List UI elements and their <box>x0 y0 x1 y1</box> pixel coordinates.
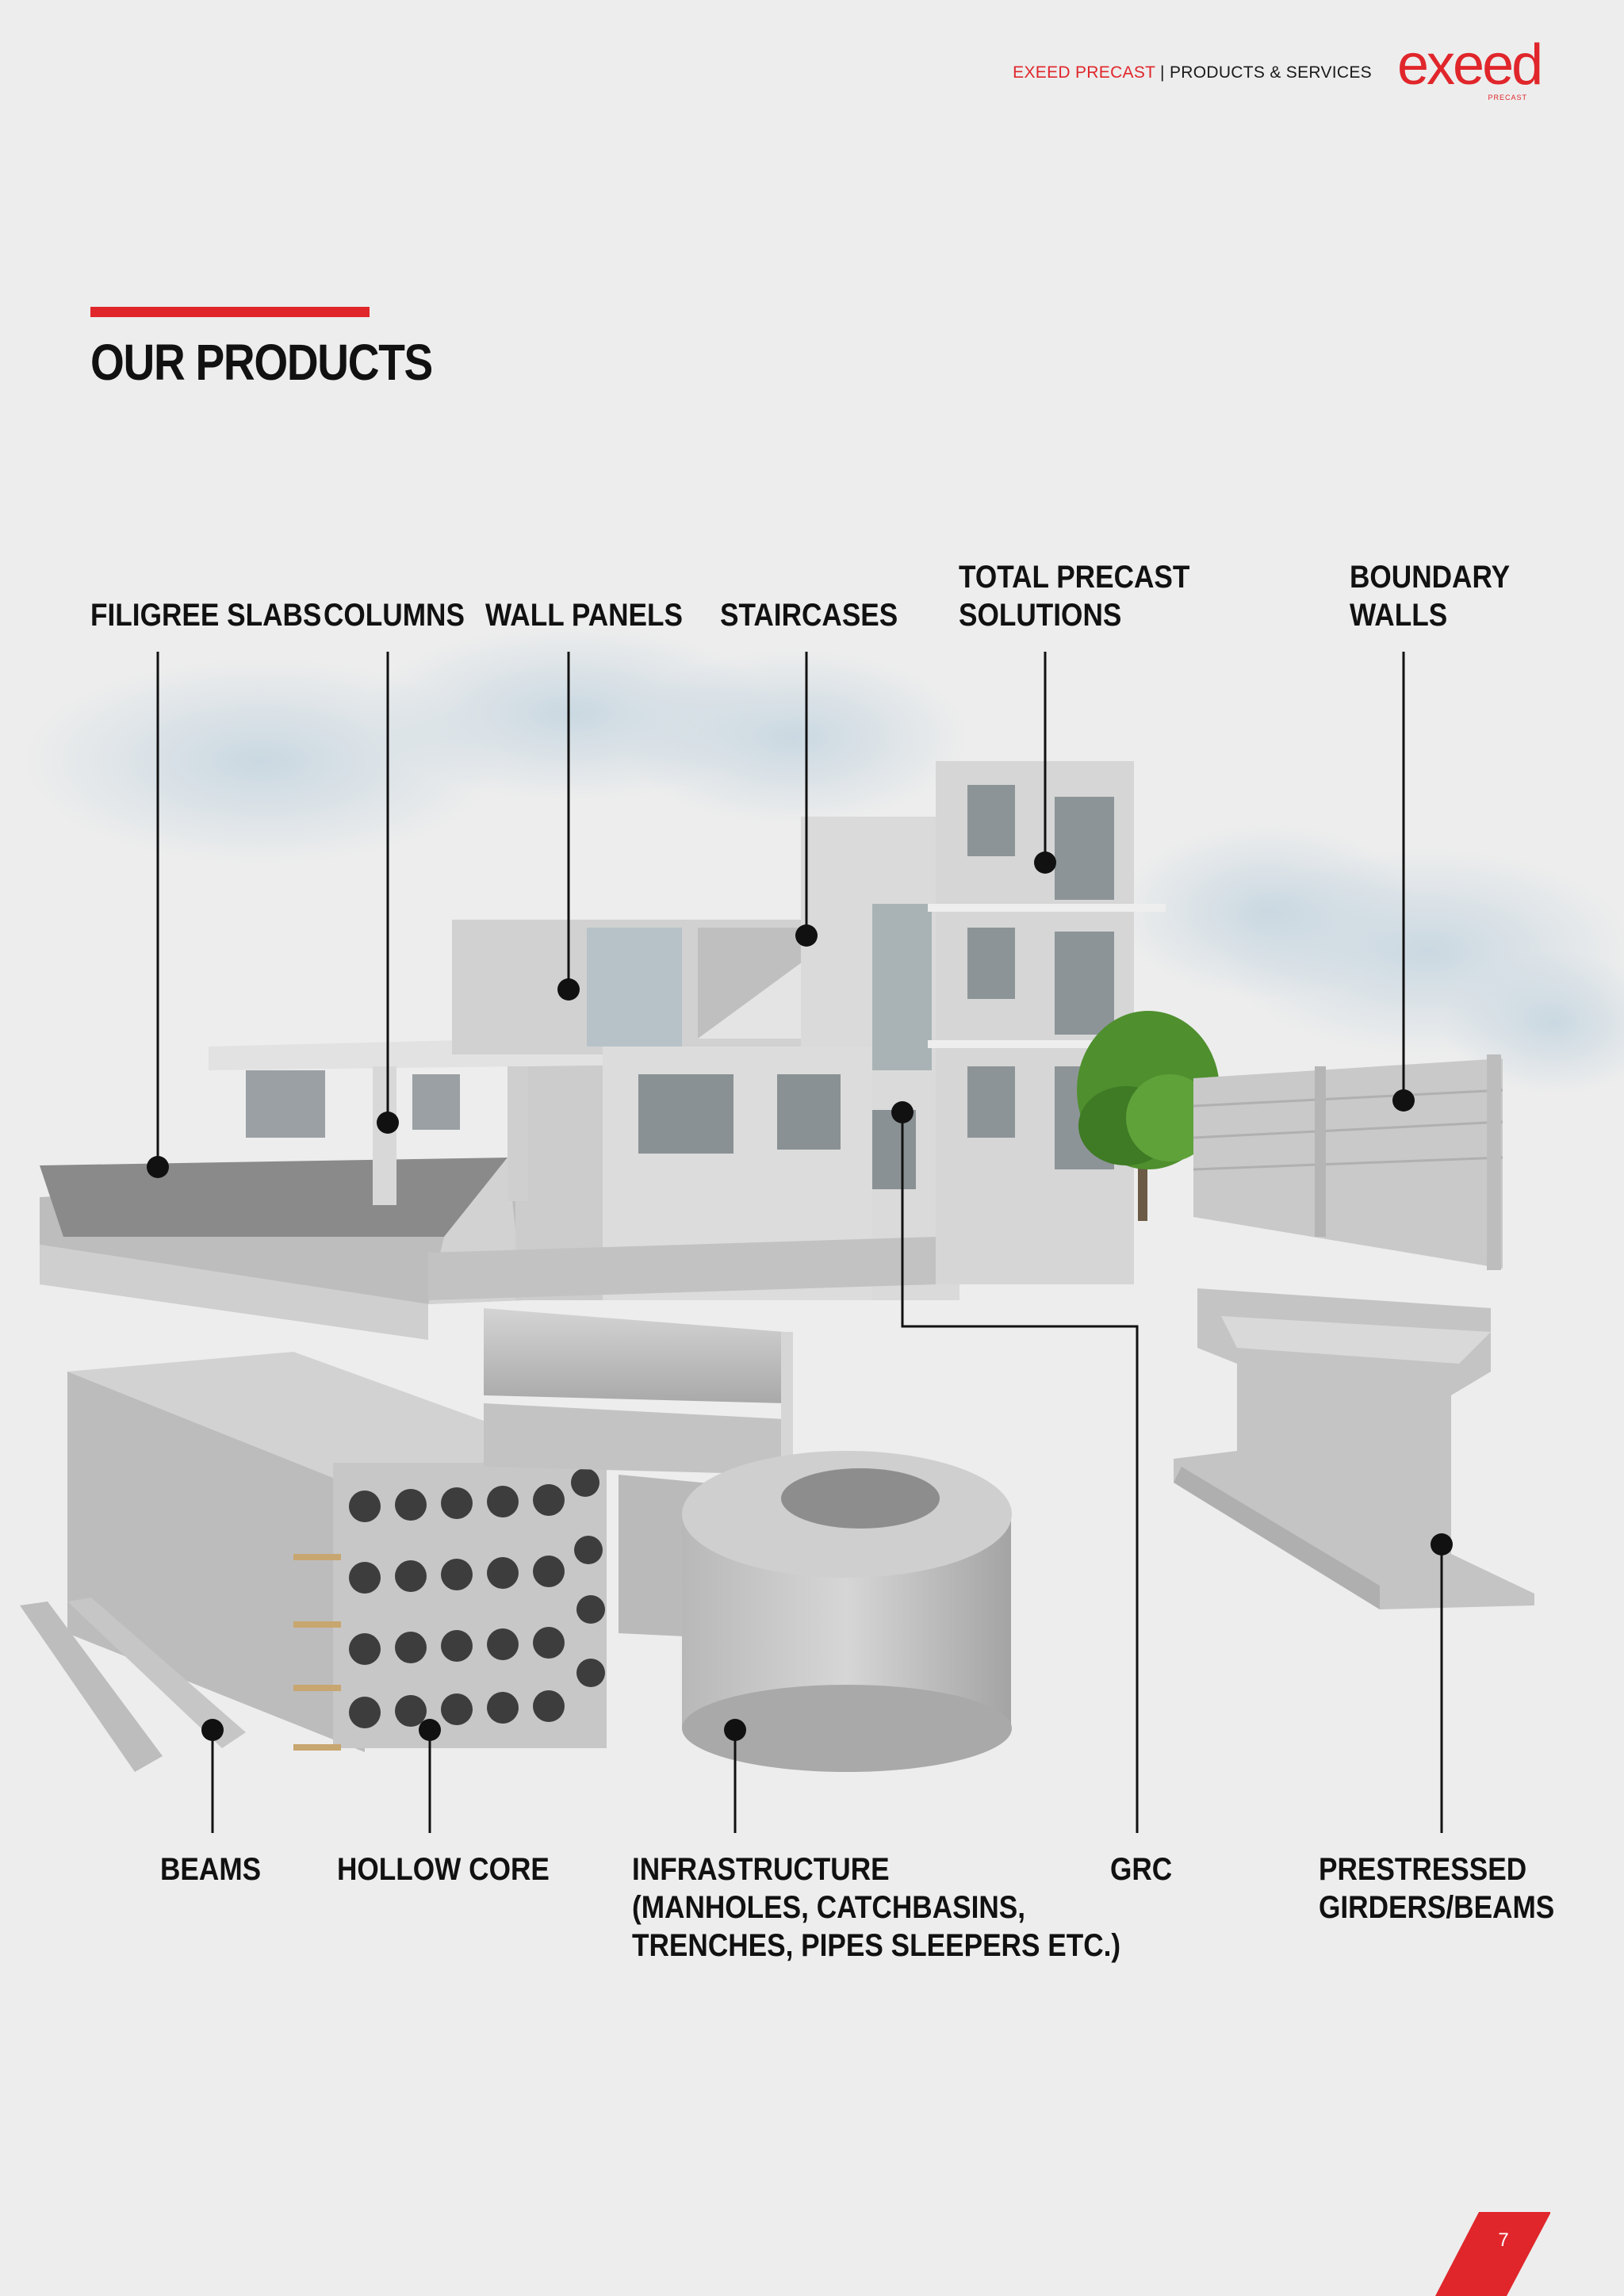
sky-clouds <box>24 626 1624 1094</box>
label-grc: GRC <box>1110 1852 1173 1887</box>
label-total-precast-line2: SOLUTIONS <box>959 598 1122 633</box>
beams <box>20 1598 246 1772</box>
label-boundary-line2: WALLS <box>1350 598 1448 633</box>
title-accent-bar <box>90 307 370 317</box>
exeed-logo: exeed PRECAST <box>1397 32 1543 101</box>
logo-word: exeed <box>1397 33 1543 97</box>
header-text: EXEED PRECAST | PRODUCTS & SERVICES <box>1013 63 1372 82</box>
label-wall-panels: WALL PANELS <box>485 598 684 633</box>
boundary-wall <box>1193 1054 1503 1270</box>
header-section: PRODUCTS & SERVICES <box>1169 63 1372 82</box>
label-total-precast-solutions: TOTAL PRECAST SOLUTIONS <box>959 558 1189 634</box>
label-staircases: STAIRCASES <box>720 598 898 633</box>
label-prestressed-line2: GIRDERS/BEAMS <box>1319 1890 1555 1925</box>
logo-sub: PRECAST <box>1488 94 1527 101</box>
label-filigree-slabs: FILIGREE SLABS <box>90 598 322 633</box>
callout-dots <box>147 851 1453 1741</box>
label-columns: COLUMNS <box>324 598 465 633</box>
precast-building <box>40 761 1166 1340</box>
label-prestressed-line1: PRESTRESSED <box>1319 1852 1527 1887</box>
tree <box>1077 1011 1220 1221</box>
label-prestressed-girders-beams: PRESTRESSED GIRDERS/BEAMS <box>1319 1850 1554 1927</box>
label-infrastructure: INFRASTRUCTURE (MANHOLES, CATCHBASINS, T… <box>632 1850 1120 1965</box>
label-hollow-core: HOLLOW CORE <box>337 1852 550 1887</box>
label-infrastructure-line1: INFRASTRUCTURE <box>632 1852 890 1887</box>
label-beams: BEAMS <box>160 1852 262 1887</box>
header-separator: | <box>1160 63 1165 82</box>
label-total-precast-line1: TOTAL PRECAST <box>959 560 1190 595</box>
label-infrastructure-line3: TRENCHES, PIPES SLEEPERS ETC.) <box>632 1928 1121 1963</box>
label-boundary-line1: BOUNDARY <box>1350 560 1511 595</box>
page-number: 7 <box>1498 2229 1509 2251</box>
prestressed-girder <box>1174 1288 1534 1609</box>
manhole-ring <box>682 1451 1012 1772</box>
page-number-tab <box>1435 2212 1550 2296</box>
callout-lines <box>156 652 1443 1833</box>
label-boundary-walls: BOUNDARY WALLS <box>1350 558 1510 634</box>
label-infrastructure-line2: (MANHOLES, CATCHBASINS, <box>632 1890 1026 1925</box>
header-brand: EXEED PRECAST <box>1013 63 1155 82</box>
page-title: OUR PRODUCTS <box>90 334 433 391</box>
